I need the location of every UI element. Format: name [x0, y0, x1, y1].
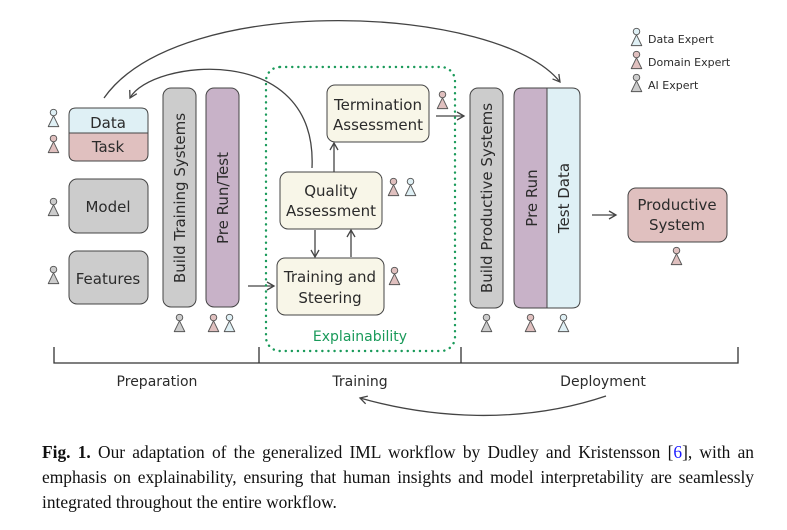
- legend-item-ai-expert: AI Expert: [630, 73, 699, 93]
- productive-system-box: Productive System: [627, 187, 728, 243]
- features-label: Features: [76, 270, 141, 288]
- domain-expert-icon: [436, 90, 449, 110]
- legend-label: Domain Expert: [648, 56, 731, 69]
- prerun-test-bar: Pre Run/Test: [205, 87, 240, 308]
- quality-assessment-box: Quality Assessment: [279, 171, 383, 230]
- legend-label: Data Expert: [648, 33, 714, 46]
- feedback-arrow-deployment-to-training: [358, 395, 607, 417]
- feedback-arrow-quality-to-preparation: [129, 68, 313, 169]
- prerun-test-label: Pre Run/Test: [214, 152, 232, 244]
- domain-expert-icon: [524, 313, 537, 333]
- termination-assessment-box: Termination Assessment: [326, 84, 430, 143]
- build-productive-systems-bar: Build Productive Systems: [469, 87, 504, 309]
- explainability-region: [264, 65, 457, 353]
- phase-training-label: Training: [331, 374, 387, 390]
- steering-label-line1: Training and: [283, 268, 376, 286]
- training-steering-box: Training and Steering: [276, 257, 385, 316]
- ai-expert-icon: [47, 265, 60, 285]
- ai-expert-icon: [47, 197, 60, 217]
- explainability-label: Explainability: [313, 329, 407, 345]
- legend-label: AI Expert: [648, 79, 699, 92]
- termination-label-line1: Termination: [333, 96, 422, 114]
- phase-deployment-label: Deployment: [560, 374, 646, 390]
- task-label: Task: [91, 138, 125, 156]
- productive-label-line2: System: [649, 216, 705, 234]
- ai-expert-icon: [630, 73, 643, 93]
- figure-caption: Fig. 1. Our adaptation of the generalize…: [42, 440, 754, 515]
- phase-bracket: [53, 347, 739, 364]
- phase-preparation-label: Preparation: [117, 374, 198, 390]
- domain-expert-icon: [47, 134, 60, 154]
- build-training-systems-bar: Build Training Systems: [162, 87, 197, 308]
- domain-expert-icon: [630, 50, 643, 70]
- domain-expert-icon: [388, 266, 401, 286]
- features-box: Features: [68, 250, 149, 305]
- legend: Data Expert Domain Expert AI Expert: [630, 27, 731, 93]
- ai-expert-icon: [173, 313, 186, 333]
- domain-expert-icon: [387, 177, 400, 197]
- model-label: Model: [85, 198, 130, 216]
- build-productive-systems-label: Build Productive Systems: [478, 103, 496, 293]
- caption-text-2: ], with an emphasis on explainability, e…: [42, 442, 754, 512]
- build-training-systems-label: Build Training Systems: [171, 113, 189, 283]
- prerun-label: Pre Run: [523, 169, 541, 226]
- data-expert-icon: [47, 108, 60, 128]
- termination-label-line2: Assessment: [333, 116, 423, 134]
- data-label: Data: [90, 114, 126, 132]
- testdata-label: Test Data: [555, 163, 573, 234]
- data-expert-icon: [630, 27, 643, 47]
- figure-label: Fig. 1.: [42, 442, 91, 462]
- data-expert-icon: [223, 313, 236, 333]
- steering-label-line2: Steering: [298, 289, 361, 307]
- productive-label-line1: Productive: [637, 196, 716, 214]
- ai-expert-icon: [480, 313, 493, 333]
- citation-link[interactable]: 6: [673, 442, 683, 462]
- caption-text-1: Our adaptation of the generalized IML wo…: [90, 442, 674, 462]
- quality-label-line1: Quality: [304, 182, 358, 200]
- iml-workflow-diagram: Data Expert Domain Expert AI Expert Data…: [47, 19, 739, 417]
- domain-expert-icon: [670, 246, 683, 266]
- data-expert-icon: [557, 313, 570, 333]
- legend-item-data-expert: Data Expert: [630, 27, 714, 47]
- domain-expert-icon: [207, 313, 220, 333]
- legend-item-domain-expert: Domain Expert: [630, 50, 731, 70]
- prerun-testdata-bar: Pre Run Test Data: [513, 87, 581, 309]
- data-task-box: Data Task: [68, 107, 149, 162]
- model-box: Model: [68, 178, 149, 234]
- feedback-arrow-data-to-testdata: [103, 19, 561, 99]
- data-expert-icon: [404, 177, 417, 197]
- quality-label-line2: Assessment: [286, 202, 376, 220]
